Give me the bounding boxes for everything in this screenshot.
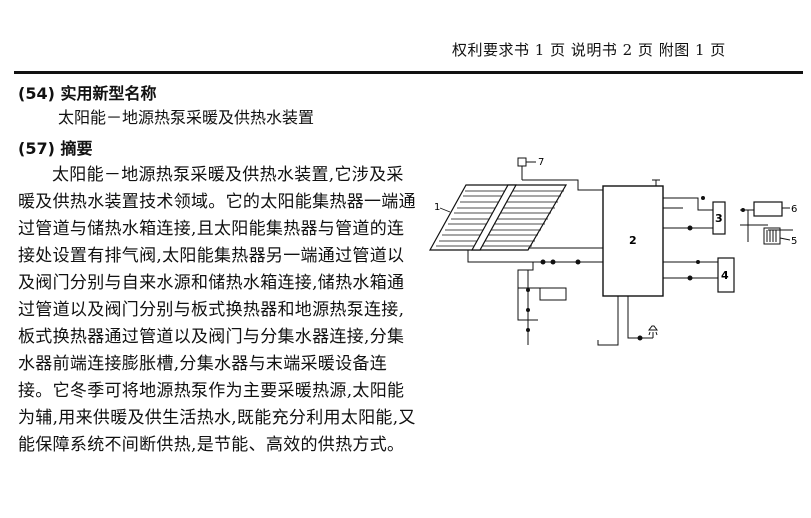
solar-collector — [428, 184, 568, 251]
valves — [526, 196, 758, 341]
label-4: 4 — [721, 269, 729, 282]
exhaust-valve — [517, 157, 536, 180]
storage-tank — [602, 185, 664, 297]
utility-model-name-heading: (54) 实用新型名称 — [18, 84, 157, 103]
label-3: 3 — [715, 212, 723, 225]
abstract-heading: (57) 摘要 — [18, 139, 93, 158]
label-7: 7 — [538, 157, 544, 168]
abstract-body: 太阳能－地源热泵采暖及供热水装置,它涉及采暖及供热水装置技术领域。它的太阳能集热… — [18, 162, 416, 459]
abstract-text: 太阳能－地源热泵采暖及供热水装置,它涉及采暖及供热水装置技术领域。它的太阳能集热… — [18, 165, 416, 455]
ground-source-heat-pump — [717, 257, 735, 293]
utility-model-name: 太阳能－地源热泵采暖及供热水装置 — [58, 108, 315, 127]
page-count-line: 权利要求书 1 页 说明书 2 页 附图 1 页 — [452, 41, 726, 59]
label-2: 2 — [629, 234, 637, 247]
shower-icon — [648, 325, 658, 336]
system-diagram: 1 7 — [428, 150, 808, 365]
heating-terminal — [763, 227, 791, 245]
water-distributor — [753, 201, 783, 217]
label-6: 6 — [791, 204, 797, 215]
label-5: 5 — [791, 236, 797, 247]
header-rule — [14, 71, 803, 74]
label-1: 1 — [434, 202, 440, 213]
system-diagram-svg: 1 7 — [428, 157, 797, 346]
small-box — [539, 287, 567, 301]
plate-heat-exchanger — [712, 201, 726, 235]
